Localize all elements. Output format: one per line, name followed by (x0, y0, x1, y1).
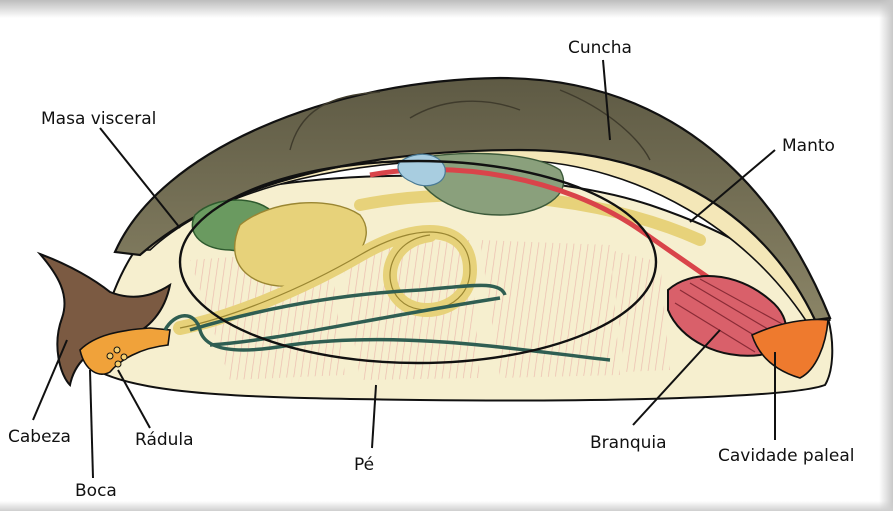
label-branquia: Branquia (590, 433, 667, 453)
label-boca: Boca (75, 481, 117, 501)
label-cavidade-paleal: Cavidade paleal (718, 446, 854, 466)
label-cabeza: Cabeza (8, 427, 71, 447)
label-manto: Manto (782, 136, 835, 156)
label-radula: Rádula (135, 430, 194, 450)
label-cuncha: Cuncha (568, 38, 632, 58)
label-pe: Pé (354, 455, 374, 475)
label-masa-visceral: Masa visceral (41, 109, 156, 129)
